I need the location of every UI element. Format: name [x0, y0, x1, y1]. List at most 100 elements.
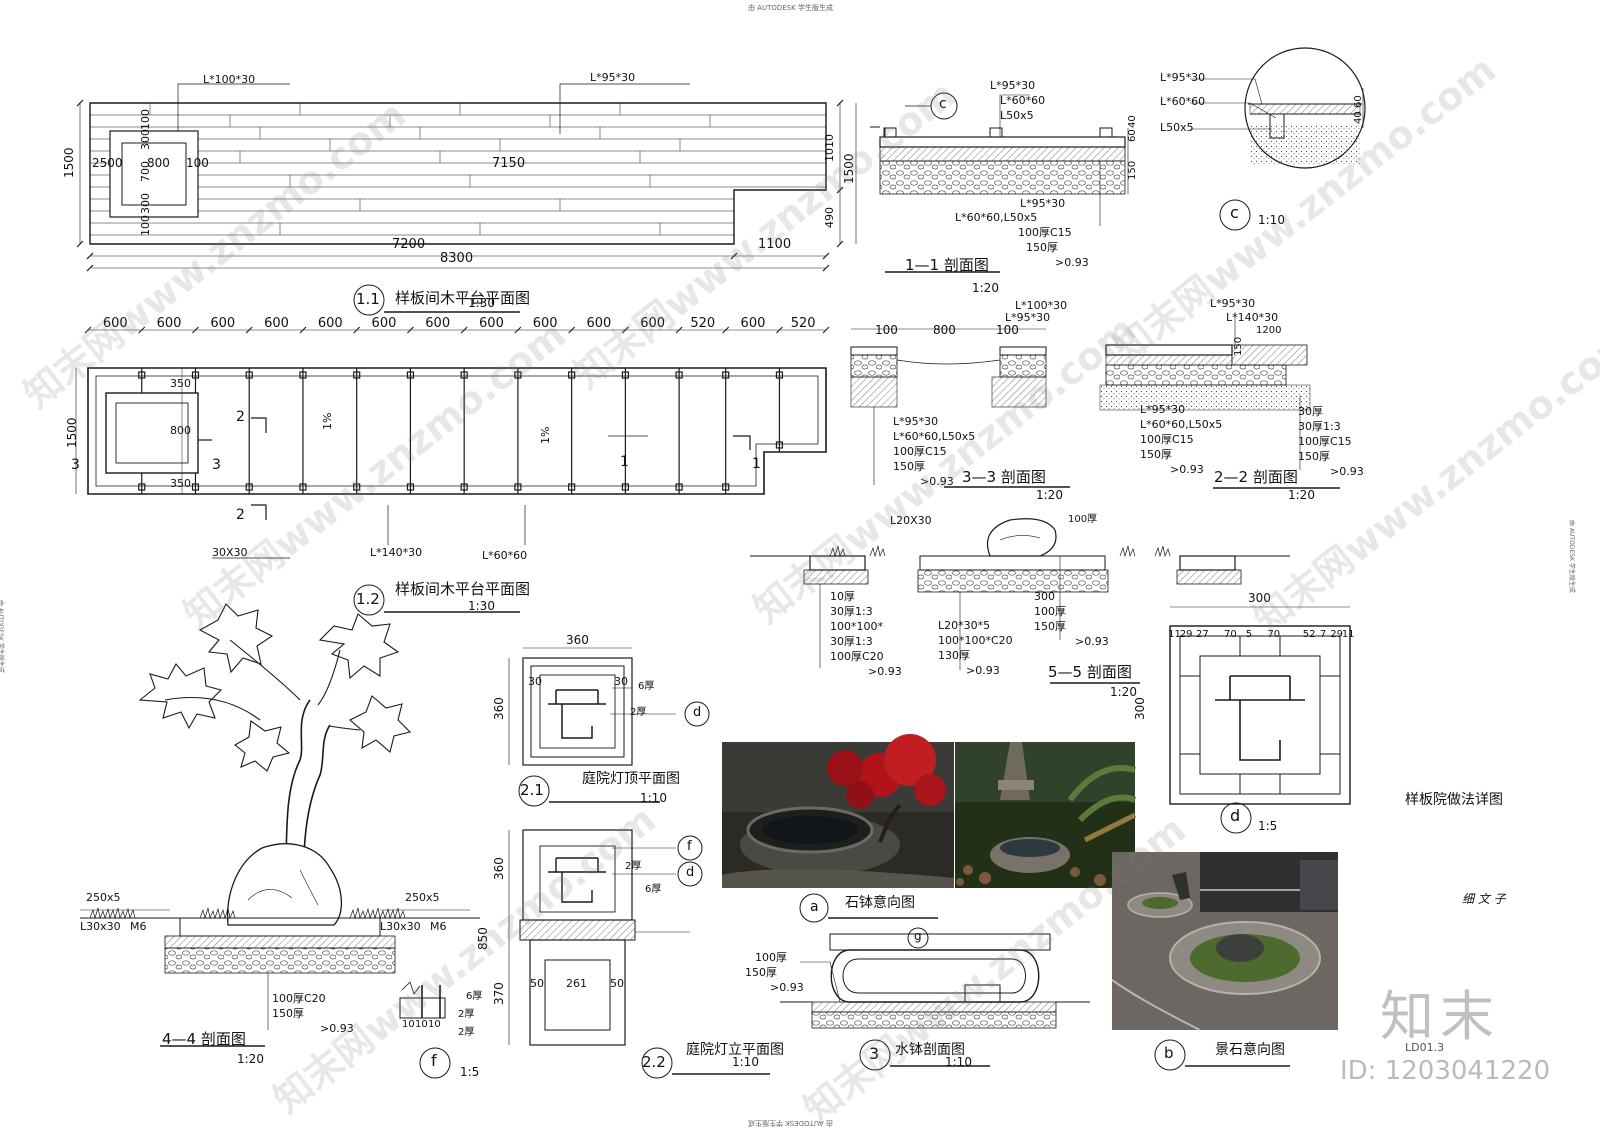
post: [138, 483, 146, 491]
plan12-spacing-label: 600: [156, 316, 182, 331]
post: [460, 483, 468, 491]
plan11-dim-300b: 300: [139, 193, 152, 214]
deck-boards: [90, 114, 826, 236]
spacing-tick: [621, 326, 629, 334]
detd-top-dim: 29: [1179, 629, 1193, 640]
sec44-note-1: 250x5: [405, 891, 440, 904]
sec11-note-1: L*60*60,L50x5: [955, 211, 1038, 224]
plan12-spacing-label: 600: [586, 316, 612, 331]
section-4-4: [80, 603, 480, 1047]
plan12-spacing-label: 600: [210, 316, 236, 331]
plan12-side-350b: 350: [170, 477, 191, 490]
detd-width: 300: [1248, 591, 1271, 605]
grille-outer: [1169, 625, 1351, 805]
plan12-side-800: 800: [170, 424, 191, 437]
detail-f-bubble: [419, 1047, 451, 1079]
plan11-dim-7200: 7200: [392, 237, 426, 252]
detd-top-dim: 5: [1245, 629, 1253, 640]
lamp21-height: 360: [492, 697, 506, 720]
sec11-note-3: 150厚: [1026, 241, 1058, 254]
photo-b-title: 景石意向图: [1215, 1042, 1285, 1058]
plan11-dim-800: 800: [147, 156, 170, 170]
plan11-dim-1100: 1100: [758, 237, 792, 252]
sec11-title: 1—1 剖面图: [905, 256, 989, 274]
post: [191, 371, 200, 379]
plan11-label: 1.1: [356, 290, 380, 308]
planter-frame-outer: [109, 130, 199, 218]
sec55-top-0: L20X30: [890, 514, 932, 527]
plan12-spacing-label: 600: [479, 316, 504, 331]
lamp22-dim-50a: 50: [530, 977, 544, 990]
sec33-note-3: 150厚: [893, 460, 925, 473]
plan12-cut-1-a: 1: [620, 454, 629, 470]
detd-top-dim: 27: [1195, 629, 1209, 640]
sec55-scale: 1:20: [1110, 685, 1137, 699]
plan11-dim-2500: 2500: [92, 156, 123, 170]
sec3-note-2: >0.93: [770, 981, 804, 994]
detf-dim-0: 10: [402, 1019, 415, 1030]
detd-height: 300: [1133, 697, 1147, 720]
lamp21-width: 360: [566, 633, 589, 647]
plan12-slope-a: 1%: [321, 412, 334, 430]
detd-label: d: [1230, 806, 1241, 825]
sec33-dim-1: 800: [933, 323, 956, 337]
post: [406, 371, 415, 379]
sec11-top-note-1: L*60*60: [1000, 94, 1046, 107]
sec44-title: 4—4 剖面图: [162, 1030, 246, 1048]
plan12-spacing-label: 520: [790, 316, 816, 331]
sec11-note-4: >0.93: [1055, 256, 1089, 269]
plan-1-1-bubble: [353, 284, 385, 316]
side-caption-right: 由 AUTODESK 学生版生成: [1568, 520, 1575, 593]
sec11-dims: 60: [1127, 129, 1138, 142]
spacing-tick: [245, 326, 253, 334]
plan11-dim-100: 100: [186, 156, 209, 170]
sec11-gravel: [879, 160, 1126, 195]
sec44-note-3: L30x30: [380, 920, 421, 933]
detc-dim-40: 40: [1353, 111, 1364, 124]
lamp22-bubble-f: f: [687, 839, 692, 854]
sec33-top-note-1: L*95*30: [1005, 311, 1051, 324]
plan-1-2-bubble: [353, 584, 385, 616]
post: [514, 371, 522, 379]
plan12-spacing-label: 600: [740, 316, 766, 331]
detf-dim-2: 10: [428, 1019, 441, 1030]
plan12-spacing-label: 600: [264, 316, 289, 331]
lamp21-label: 2.1: [520, 781, 544, 799]
plan12-spacing-label: 600: [640, 316, 666, 331]
sec22-top-note-0: L*95*30: [1210, 297, 1256, 310]
lamp22-dim-360: 360: [492, 857, 506, 880]
post: [299, 483, 307, 491]
lamp21-dim-1: 30: [614, 675, 628, 688]
lamp-elev-bubble: [641, 1047, 673, 1079]
spacing-tick: [822, 326, 830, 334]
post: [353, 483, 361, 491]
spacing-tick: [568, 326, 576, 334]
lamp21-note-1: 2厚: [630, 707, 647, 718]
photo-a2-garden: [955, 742, 1137, 888]
lamp-elev-bubble-d: [677, 861, 703, 887]
sheet-number: LD01.3: [1405, 1041, 1445, 1054]
sec33-note-1: L*60*60,L50x5: [893, 430, 976, 443]
sec11-dim-40: 40: [1127, 115, 1138, 128]
sec44-note-5: M6: [430, 920, 447, 933]
sec55-note-m0: L20*30*5: [938, 619, 991, 632]
lamp22-dim-261: 261: [566, 977, 587, 990]
sheet-signature: 细 文 子: [1462, 892, 1506, 906]
detail-d-bubble: [1220, 802, 1252, 834]
deck-outline: [89, 102, 827, 245]
sec55-note-m3: >0.93: [966, 664, 1000, 677]
post: [245, 483, 253, 491]
lamp21-note-0: 6厚: [638, 681, 655, 692]
plan12-note-l60: L*60*60: [482, 549, 528, 562]
plan12-cut-1-b: 1: [752, 456, 761, 472]
plan11-title: 样板间木平台平面图: [395, 289, 531, 307]
post: [568, 483, 576, 491]
boulder: [226, 843, 343, 926]
plan11-dim-8300: 8300: [440, 251, 474, 266]
sec33-note-0: L*95*30: [893, 415, 939, 428]
post: [621, 371, 629, 379]
sec3-scale: 1:10: [945, 1055, 972, 1069]
spacing-tick: [722, 326, 730, 334]
lamp22-bubble-d: d: [686, 865, 695, 880]
